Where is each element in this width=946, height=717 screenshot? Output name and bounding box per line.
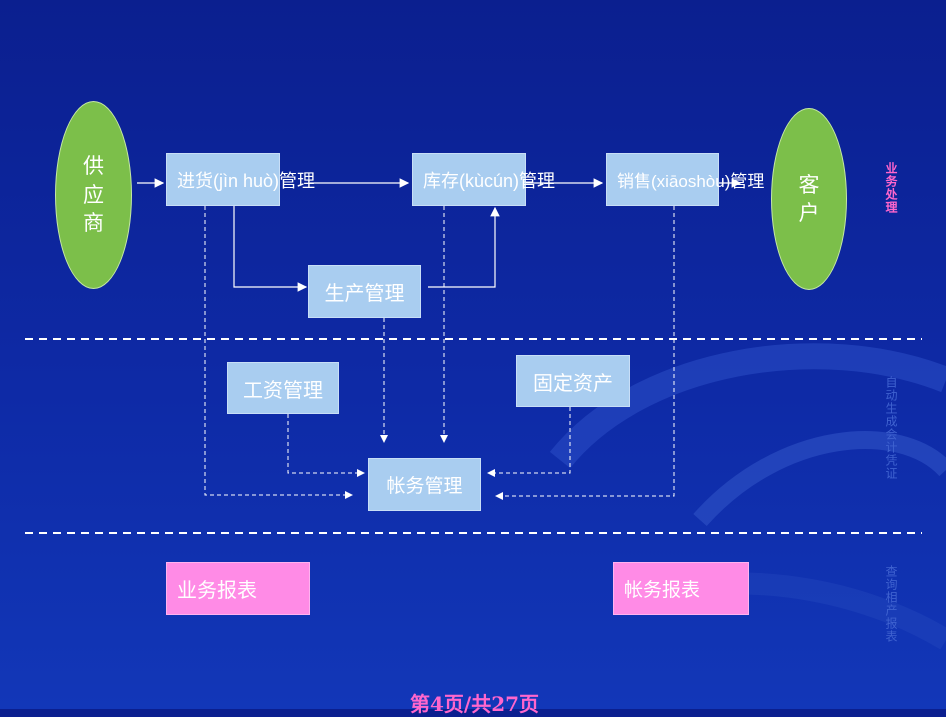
customer-label: 客 户 (798, 172, 820, 225)
payroll-management-label: 工资管理 (243, 377, 323, 402)
sales-management-label: 销售(xiāoshòu)管理 (617, 172, 765, 191)
inventory-management-label: 库存(kùcún)管理 (423, 170, 556, 191)
sales-management-box: 销售(xiāoshòu)管理 (606, 153, 764, 206)
production-management-box: 生产管理 (308, 265, 421, 318)
supplier-node: 供 应 商 (55, 101, 132, 289)
inventory-management-box: 库存(kùcún)管理 (412, 153, 555, 206)
accounting-management-label: 帐务管理 (386, 475, 463, 497)
production-management-label: 生产管理 (324, 281, 405, 305)
page-indicator: 第4页/共27页 (410, 692, 540, 716)
fixed-assets-label: 固定资产 (533, 370, 613, 395)
purchase-management-label: 进货(jìn huò)管理 (177, 170, 316, 191)
fixed-assets-box: 固定资产 (516, 355, 630, 407)
customer-node: 客 户 (771, 108, 847, 290)
supplier-label: 供 应 商 (83, 154, 104, 236)
payroll-management-box: 工资管理 (227, 362, 339, 414)
side-label-business: 业务处理 (884, 162, 898, 214)
business-report-box: 业务报表 (166, 562, 310, 615)
side-label-auto: 自动生成会计凭证 (884, 376, 898, 480)
accounting-report-label: 帐务报表 (624, 579, 701, 601)
purchase-management-box: 进货(jìn huò)管理 (166, 153, 315, 206)
business-report-label: 业务报表 (177, 578, 257, 602)
accounting-report-box: 帐务报表 (613, 562, 749, 615)
side-label-query: 查询相产报表 (884, 565, 898, 643)
accounting-management-box: 帐务管理 (368, 458, 481, 511)
